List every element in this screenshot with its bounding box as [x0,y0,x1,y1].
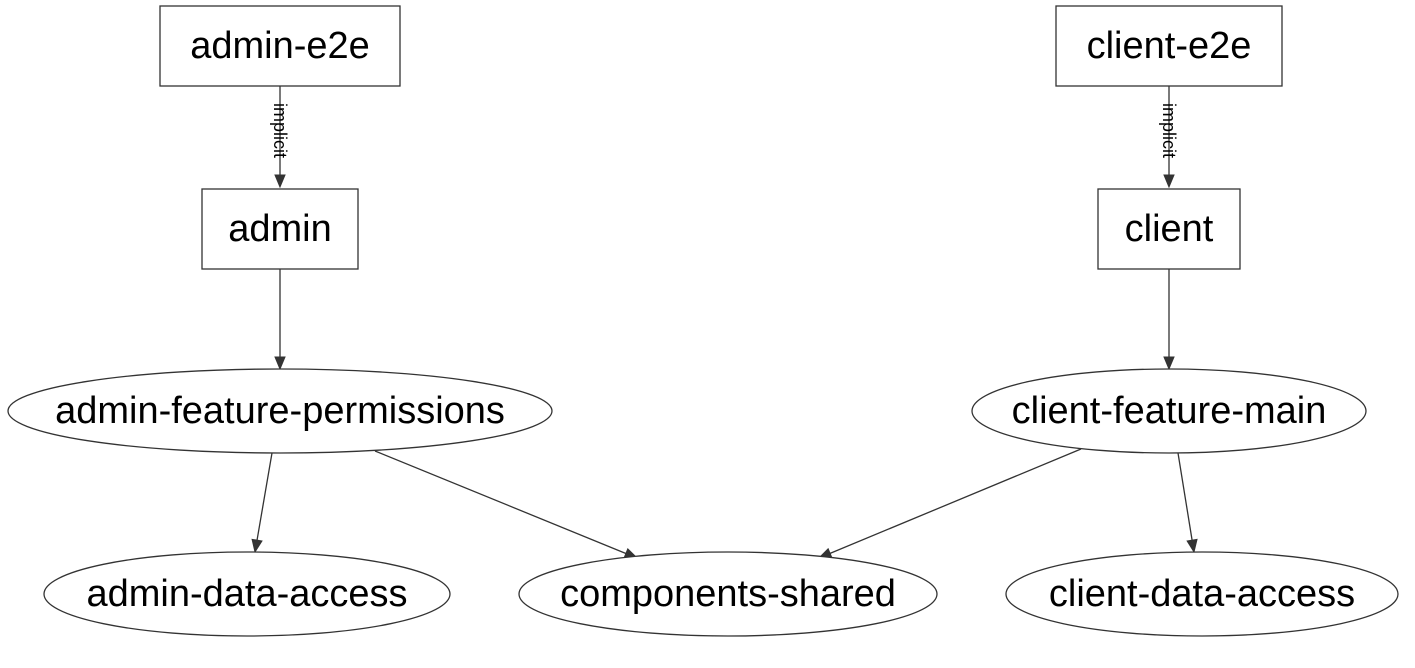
arrow-head [274,356,286,371]
edge-client-feature-main-to-components-shared [817,448,1082,559]
edge-admin-to-admin-feature-permissions [274,269,286,371]
edge-line [256,452,273,541]
node-box [201,188,359,270]
edge-label: implicit [1159,103,1179,158]
nodes-layer: admin-e2e client-e2e admin client admin-feat… [7,5,1399,637]
node-admin-data-access[interactable]: admin-data-access [43,551,451,637]
edge-line [374,450,627,555]
node-label: client-feature-main [1012,390,1327,432]
node-label: admin [228,208,332,250]
node-ellipse [7,368,553,454]
edge-admin-feature-permissions-to-components-shared [374,450,639,559]
edge-label: implicit [270,103,290,158]
node-label: components-shared [560,573,896,615]
edge-admin-e2e-to-admin: implicit [270,86,290,189]
arrow-head [1163,174,1175,189]
arrow-head [274,174,286,189]
node-components-shared[interactable]: components-shared [518,551,938,637]
node-ellipse [971,368,1367,454]
node-client-e2e[interactable]: client-e2e [1055,5,1283,87]
node-ellipse [43,551,451,637]
node-label: admin-e2e [190,25,370,67]
arrow-head [251,538,263,554]
node-label: admin-data-access [86,573,407,615]
edge-client-to-client-feature-main [1163,269,1175,371]
node-admin-e2e[interactable]: admin-e2e [159,5,401,87]
node-label: client-e2e [1087,25,1252,67]
edge-admin-feature-permissions-to-admin-data-access [251,452,273,554]
arrow-head [1163,356,1175,371]
node-ellipse [1005,551,1399,637]
edges-layer: implicit implicit [251,86,1198,559]
node-client-data-access[interactable]: client-data-access [1005,551,1399,637]
node-ellipse [518,551,938,637]
edge-client-feature-main-to-client-data-access [1177,452,1198,554]
node-box [1097,188,1241,270]
node-client[interactable]: client [1097,188,1241,270]
edge-line [829,448,1082,554]
node-box [159,5,401,87]
node-label: client [1125,208,1214,250]
node-admin[interactable]: admin [201,188,359,270]
node-label: admin-feature-permissions [55,390,505,432]
arrow-head [1186,538,1198,554]
node-admin-feature-permissions[interactable]: admin-feature-permissions [7,368,553,454]
edge-line [1177,452,1193,541]
node-client-feature-main[interactable]: client-feature-main [971,368,1367,454]
node-box [1055,5,1283,87]
edge-client-e2e-to-client: implicit [1159,86,1179,189]
node-label: client-data-access [1049,573,1355,615]
